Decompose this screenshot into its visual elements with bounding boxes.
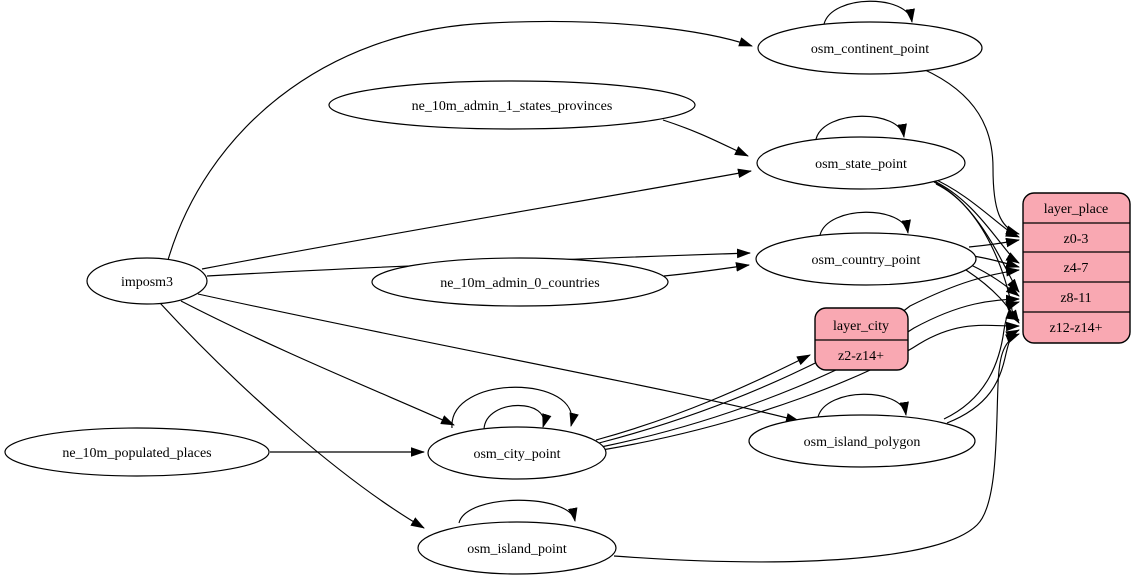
- selfloop-inner-osm_city_point: [483, 404, 552, 430]
- node-osm_country_point: osm_country_point: [755, 232, 977, 286]
- ne_10m_populated_places-shape: [4, 427, 270, 477]
- ne_10m_admin_1_states_provinces-shape: [328, 80, 696, 130]
- imposm3-label: imposm3: [121, 275, 173, 290]
- osm_island_point-label: osm_island_point: [467, 542, 567, 557]
- osm_city_point-shape: [427, 426, 607, 480]
- edge-osm_city_point-to-layer_place-z4-7: [598, 267, 1020, 444]
- osm_country_point-label: osm_country_point: [812, 253, 921, 268]
- osm_island_polygon-label: osm_island_polygon: [804, 435, 921, 450]
- node-imposm3: imposm3: [86, 257, 208, 305]
- imposm3-shape: [86, 257, 208, 305]
- node-osm_island_polygon: osm_island_polygon: [748, 414, 976, 468]
- edge-imposm3-to-osm_state_point: [201, 168, 752, 270]
- osm_city_point-label: osm_city_point: [473, 447, 560, 462]
- layer_place-row-z8-11: z8-11: [1060, 291, 1091, 306]
- edge-osm_country_point-to-layer_place-z12-z14: [965, 269, 1020, 324]
- node-osm_island_point: osm_island_point: [417, 521, 617, 575]
- layer_place-row-z4-7: z4-7: [1064, 261, 1089, 276]
- edge-osm_state_point-to-layer_place-z4-7: [931, 179, 1020, 264]
- layer_place-row-z0-3: z0-3: [1064, 232, 1089, 247]
- edge-osm_country_point-to-layer_place-z0-3: [968, 237, 1020, 248]
- edge-ne_10m_admin_1_states_provinces-to-osm_state_point: [662, 119, 749, 157]
- edge-osm_island_polygon-to-layer_place-z12-z14: [946, 329, 1020, 424]
- layer_place-title: layer_place: [1044, 202, 1109, 217]
- node-ne_10m_admin_0_countries: ne_10m_admin_0_countries: [371, 257, 669, 307]
- edge-ne_10m_admin_0_countries-to-osm_country_point: [663, 262, 750, 277]
- node-osm_state_point: osm_state_point: [756, 136, 966, 190]
- ne_10m_admin_0_countries-shape: [371, 257, 669, 307]
- edge-osm_island_point-to-layer_place-z12-z14: [613, 333, 1020, 563]
- selfloop-osm_country_point: [819, 211, 911, 236]
- osm_island_point-shape: [417, 521, 617, 575]
- node-layer_place: layer_place z0-3 z4-7 z8-11 z12-z14+: [1022, 192, 1131, 344]
- selfloop-osm_continent_point: [823, 0, 915, 25]
- edge-osm_continent_point-to-layer_place-z0-3: [922, 68, 1020, 235]
- node-layer_city: layer_city z2-z14+: [814, 307, 909, 371]
- edge-imposm3-to-osm_city_point: [180, 300, 455, 426]
- edge-osm_country_point-to-layer_place-z4-7: [972, 255, 1020, 269]
- selfloop-osm_state_point: [815, 115, 907, 140]
- layer_place-row-z12-z14: z12-z14+: [1050, 321, 1103, 336]
- edge-osm_country_point-to-layer_place-z8-11: [970, 264, 1020, 297]
- edge-osm_island_polygon-to-layer_place-z8-11: [943, 301, 1020, 420]
- edge-imposm3-to-osm_island_polygon: [197, 293, 800, 423]
- layer_city-shape: [814, 307, 909, 371]
- layer_place-shape: [1022, 192, 1131, 344]
- edge-imposm3-to-osm_continent_point: [167, 20, 753, 261]
- osm_state_point-label: osm_state_point: [815, 157, 907, 172]
- osm_country_point-shape: [755, 232, 977, 286]
- ne_10m_populated_places-label: ne_10m_populated_places: [62, 446, 211, 461]
- edge-osm_state_point-to-layer_place-z0-3: [929, 176, 1020, 238]
- edge-imposm3-to-osm_island_point: [159, 302, 425, 529]
- node-ne_10m_populated_places: ne_10m_populated_places: [4, 427, 270, 477]
- selfloop-osm_island_point: [458, 499, 578, 524]
- osm_continent_point-label: osm_continent_point: [811, 42, 929, 57]
- node-osm_continent_point: osm_continent_point: [757, 21, 983, 75]
- edge-osm_city_point-to-layer_city-z2-z14: [595, 354, 811, 441]
- osm_state_point-shape: [756, 136, 966, 190]
- selfloop-osm_island_polygon: [817, 393, 909, 418]
- ne_10m_admin_0_countries-label: ne_10m_admin_0_countries: [440, 276, 599, 291]
- node-osm_city_point: osm_city_point: [427, 426, 607, 480]
- layer_city-row-z2-z14: z2-z14+: [838, 349, 884, 364]
- ne_10m_admin_1_states_provinces-label: ne_10m_admin_1_states_provinces: [412, 99, 613, 114]
- osm_island_polygon-shape: [748, 414, 976, 468]
- layer_city-title: layer_city: [833, 319, 889, 334]
- osm_continent_point-shape: [757, 21, 983, 75]
- selfloop-outer-osm_city_point: [451, 386, 579, 429]
- node-ne_10m_admin_1_states_provinces: ne_10m_admin_1_states_provinces: [328, 80, 696, 130]
